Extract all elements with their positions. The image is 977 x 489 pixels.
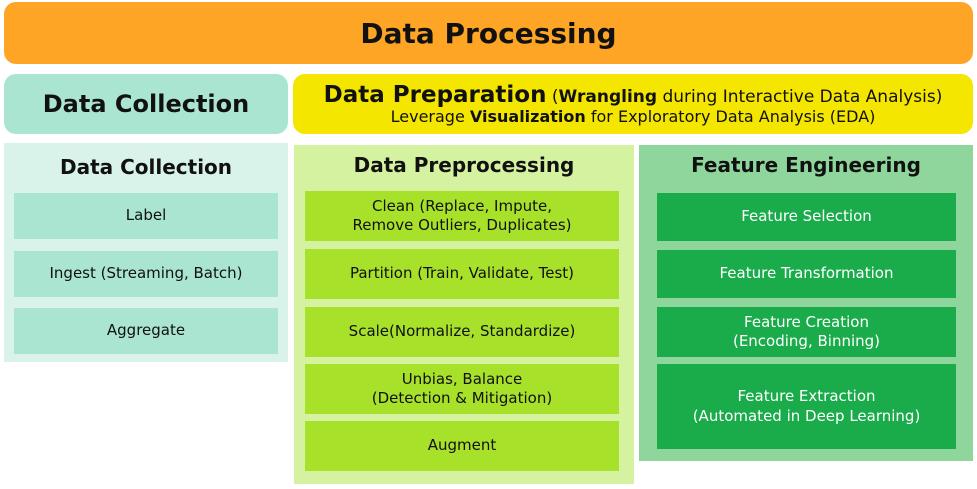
ingest-box-text: Ingest (Streaming, Batch) (49, 264, 243, 283)
scale-text: Scale(Normalize, Standardize) (348, 322, 576, 341)
label-box-text: Label (125, 206, 167, 225)
preparation-paren-open: ( (551, 86, 559, 107)
augment-text: Augment (427, 436, 497, 455)
feature-selection-text: Feature Selection (741, 207, 872, 226)
aggregate-box-text: Aggregate (106, 321, 186, 340)
ingest-box: Ingest (Streaming, Batch) (14, 251, 278, 297)
collection-header-title: Data Collection (42, 90, 250, 118)
leverage-text: Leverage (390, 107, 470, 127)
data-preparation-header: Data Preparation (Wrangling during Inter… (293, 74, 973, 134)
collection-panel-title: Data Collection (59, 155, 233, 179)
feature-extraction-line-1: Feature Extraction (737, 387, 876, 405)
augment-box: Augment (305, 421, 619, 471)
visualization-label: Visualization (469, 107, 586, 127)
preparation-line-1: Data Preparation (Wrangling during Inter… (324, 82, 943, 108)
data-preprocessing-panel: Data Preprocessing Clean (Replace, Imput… (294, 145, 634, 484)
feature-creation-line-2: (Encoding, Binning) (732, 332, 881, 350)
feature-extraction-line-2: (Automated in Deep Learning) (692, 406, 921, 425)
clean-box: Clean (Replace, Impute, Remove Outliers,… (305, 191, 619, 241)
clean-line-1: Clean (Replace, Impute, (372, 196, 552, 215)
feature-extraction-box: Feature Extraction (Automated in Deep Le… (657, 364, 956, 449)
partition-box: Partition (Train, Validate, Test) (305, 249, 619, 299)
clean-line-2: Remove Outliers, Duplicates) (352, 216, 572, 234)
data-collection-panel: Data Collection Label Ingest (Streaming,… (4, 143, 288, 362)
feature-transformation-text: Feature Transformation (719, 264, 894, 283)
preparation-line-2: Leverage Visualization for Exploratory D… (390, 107, 876, 127)
data-processing-banner: Data Processing (4, 2, 973, 64)
preparation-title: Data Preparation (323, 81, 547, 108)
aggregate-box: Aggregate (14, 308, 278, 354)
preparation-subtitle: during Interactive Data Analysis) (657, 86, 943, 107)
wrangling-label: Wrangling (558, 86, 658, 107)
unbias-line-2: (Detection & Mitigation) (371, 389, 553, 407)
unbias-box: Unbias, Balance (Detection & Mitigation) (305, 364, 619, 414)
feature-creation-box: Feature Creation (Encoding, Binning) (657, 307, 956, 357)
feature-selection-box: Feature Selection (657, 193, 956, 241)
feature-engineering-panel: Feature Engineering Feature Selection Fe… (639, 145, 973, 461)
unbias-line-1: Unbias, Balance (401, 369, 523, 388)
partition-text: Partition (Train, Validate, Test) (349, 264, 575, 283)
banner-title: Data Processing (360, 16, 617, 50)
feature-panel-title: Feature Engineering (691, 153, 921, 177)
data-collection-header: Data Collection (4, 74, 288, 134)
feature-transformation-box: Feature Transformation (657, 250, 956, 298)
preprocessing-panel-title: Data Preprocessing (353, 153, 575, 177)
feature-creation-line-1: Feature Creation (744, 312, 869, 331)
eda-text: for Exploratory Data Analysis (EDA) (585, 107, 876, 127)
scale-box: Scale(Normalize, Standardize) (305, 307, 619, 357)
label-box: Label (14, 193, 278, 239)
